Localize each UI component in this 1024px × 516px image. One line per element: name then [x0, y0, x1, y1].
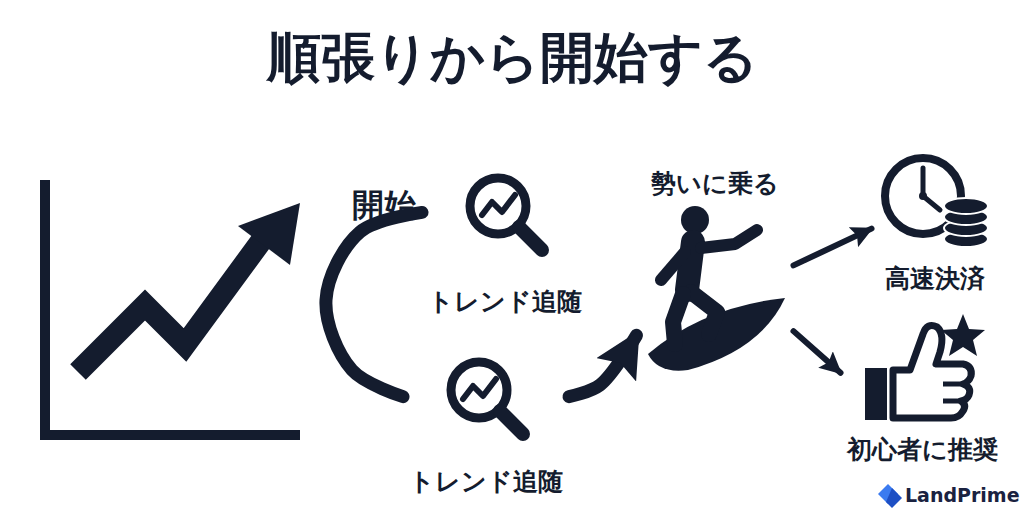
- node-label: 初心者に推奨: [847, 436, 998, 464]
- fast-settlement-result: 高速決済: [874, 150, 997, 293]
- surfer-icon: [643, 202, 788, 382]
- node-label: トレンド追随: [409, 468, 563, 496]
- diagram-title: 順張りから開始する: [0, 22, 1024, 95]
- node-label: トレンド追随: [428, 288, 582, 316]
- landprime-logo: [878, 484, 902, 508]
- magnifier-icon: [460, 168, 550, 258]
- trend-follow-step: トレンド追随: [424, 168, 586, 316]
- chart-trend-line: [78, 240, 262, 372]
- clock-icon: [878, 150, 993, 250]
- beginner-recommended-result: 初心者に推奨: [843, 312, 1002, 464]
- chart-arrow-head: [238, 203, 300, 265]
- start-label: 開始: [352, 184, 416, 228]
- node-label: 高速決済: [885, 265, 985, 293]
- flow-arrow: [794, 331, 841, 373]
- chart-axes: [45, 180, 300, 435]
- trend-follow-step: トレンド追随: [405, 352, 567, 496]
- flow-arrow: [794, 229, 872, 266]
- node-label: 勢いに乗る: [651, 170, 779, 198]
- magnifier-icon: [441, 352, 531, 442]
- thumb-icon: [855, 312, 990, 424]
- momentum-step: 勢いに乗る: [639, 170, 792, 382]
- watermark: LandPrime: [905, 484, 1020, 506]
- flow-arrow: [569, 335, 637, 396]
- flow-arrow: [326, 212, 422, 396]
